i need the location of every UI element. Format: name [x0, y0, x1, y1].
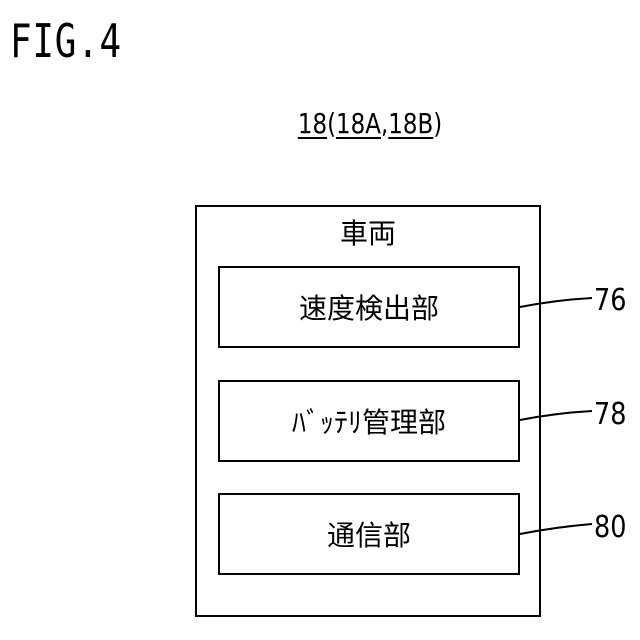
reference-numeral-line: 18(18A,18B) [0, 110, 640, 138]
battery-manager-label: ﾊﾞｯﾃﾘ管理部 [292, 401, 446, 441]
reference-first: 18A [336, 107, 381, 140]
reference-main: 18 [298, 107, 327, 140]
ref-number-80: 80 [594, 513, 626, 543]
figure-label: FIG.4 [10, 18, 122, 64]
battery-manager-block: ﾊﾞｯﾃﾘ管理部 [218, 380, 520, 462]
communication-label: 通信部 [327, 514, 411, 554]
communication-block: 通信部 [218, 493, 520, 575]
ref-number-76: 76 [594, 286, 626, 316]
vehicle-title: 車両 [195, 220, 541, 248]
speed-detector-label: 速度検出部 [299, 287, 439, 327]
reference-open-paren: ( [327, 107, 336, 140]
reference-second: 18B [388, 107, 433, 140]
ref-number-78: 78 [594, 400, 626, 430]
reference-close-paren: ) [433, 107, 442, 140]
speed-detector-block: 速度検出部 [218, 266, 520, 348]
